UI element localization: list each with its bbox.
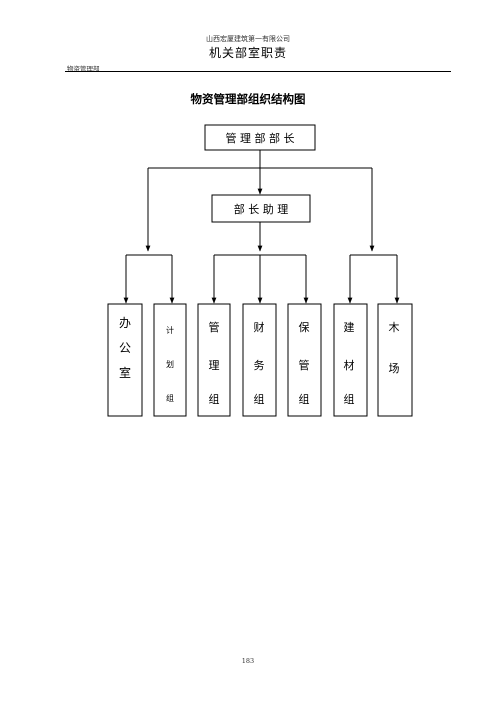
group-char: 木 — [389, 321, 400, 334]
group-char: 财 — [254, 320, 265, 334]
assistant-label: 部 长 助 理 — [234, 202, 289, 216]
group-char: 划 — [166, 359, 174, 369]
group-char: 公 — [119, 341, 131, 355]
page-number: 183 — [241, 657, 255, 665]
header-rule — [65, 71, 451, 72]
group-office: 办 公 室 — [107, 303, 143, 417]
group-char: 组 — [299, 392, 310, 406]
group-char: 办 — [119, 315, 131, 330]
group-char: 组 — [344, 392, 355, 406]
root-label: 管 理 部 部 长 — [226, 131, 295, 145]
chart-title: 物资管理部组织结构图 — [190, 92, 306, 106]
group-char: 场 — [389, 361, 400, 375]
group-char: 建 — [344, 320, 355, 334]
group-char: 组 — [254, 392, 265, 406]
group-char: 组 — [166, 393, 174, 403]
group-box — [377, 303, 413, 417]
group-box — [107, 303, 143, 417]
group-box — [197, 303, 231, 417]
group-char: 组 — [209, 392, 220, 406]
department-name: 物资管理部 — [67, 65, 100, 73]
group-char: 理 — [209, 359, 220, 372]
document-title: 机关部室职责 — [208, 46, 287, 60]
group-finance: 财 务 组 — [242, 303, 277, 417]
group-building-materials: 建 材 组 — [333, 303, 368, 417]
group-planning: 计 划 组 — [153, 303, 187, 417]
group-char: 材 — [344, 358, 355, 372]
group-management: 管 理 组 — [197, 303, 231, 417]
group-box — [333, 303, 368, 417]
company-name: 山西宏厦建筑第一有限公司 — [206, 35, 290, 43]
group-box — [242, 303, 277, 417]
assistant-box — [211, 194, 311, 223]
group-char: 管 — [299, 358, 310, 372]
group-char: 室 — [119, 365, 131, 380]
group-custody: 保 管 组 — [287, 303, 322, 417]
group-box — [153, 303, 187, 417]
group-char: 计 — [166, 325, 174, 335]
group-char: 管 — [209, 320, 220, 334]
group-lumber-yard: 木 场 — [377, 303, 413, 417]
root-box — [204, 124, 316, 151]
group-char: 务 — [254, 359, 265, 372]
group-char: 保 — [299, 320, 310, 334]
group-box — [287, 303, 322, 417]
